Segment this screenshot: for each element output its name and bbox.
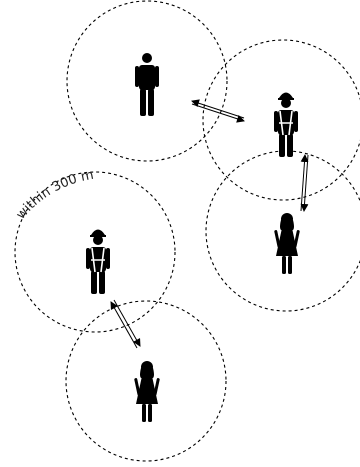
double-arrow-icon [191, 99, 245, 123]
range-circle-1 [66, 0, 228, 162]
person-icon [135, 53, 159, 116]
range-circles [14, 0, 360, 462]
range-circle-5 [65, 300, 227, 462]
woman-icon [134, 361, 160, 422]
proximity-links [110, 99, 309, 349]
worker-icon [85, 228, 111, 295]
range-label: within 300 m [14, 168, 95, 223]
double-arrow-icon [110, 299, 141, 349]
double-arrow-icon [300, 154, 309, 212]
worker-icon [273, 91, 299, 158]
woman-icon [274, 213, 300, 274]
range-circle-4 [14, 171, 176, 333]
